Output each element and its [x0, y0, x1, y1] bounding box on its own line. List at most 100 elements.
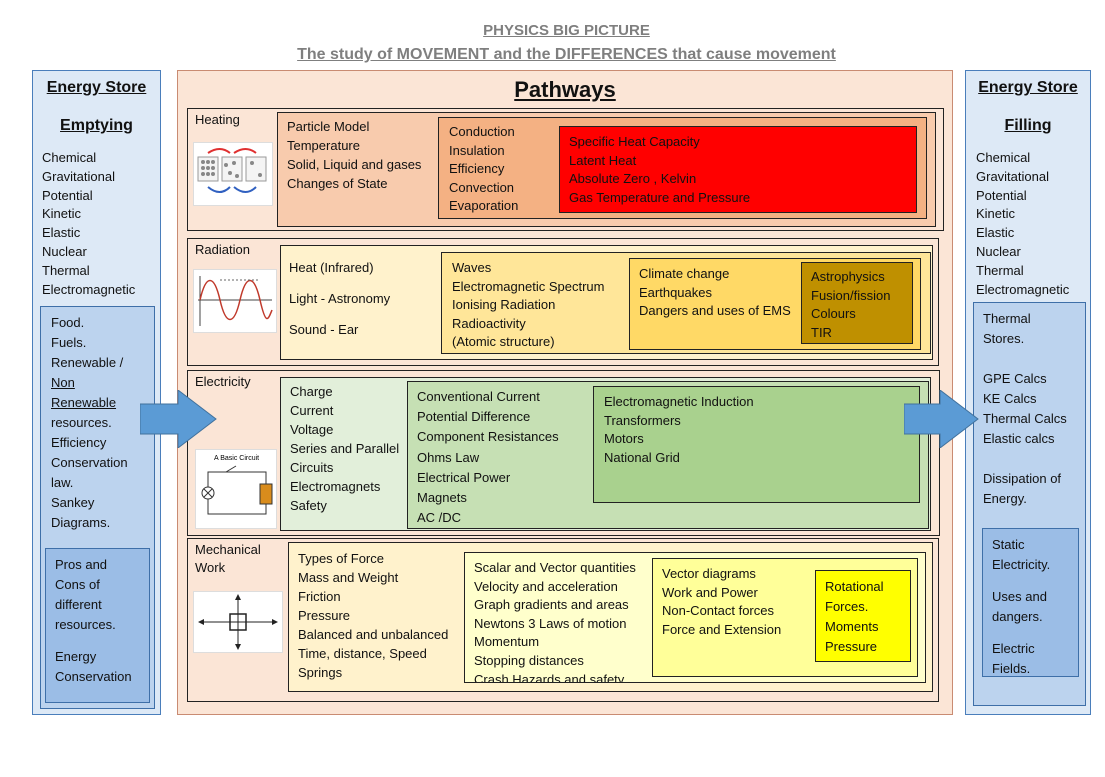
list-item: Ohms Law [417, 449, 480, 465]
list-item: Thermal [42, 262, 90, 278]
list-item: Moments [825, 619, 879, 634]
list-item: Electromagnetic Induction [604, 394, 754, 409]
list-item: Fields. [992, 661, 1031, 676]
list-item: TIR [811, 324, 832, 340]
list-item: Waves [452, 260, 492, 275]
list-item: Radioactivity [452, 315, 526, 331]
wave-graph-icon [193, 269, 277, 333]
list-item: Mass and Weight [298, 570, 399, 585]
list-item: Particle Model [287, 119, 370, 134]
list-item: (Atomic structure) [452, 334, 555, 350]
list-item: Voltage [290, 422, 334, 437]
list-item: Efficiency [51, 435, 107, 450]
list-item: Friction [298, 589, 341, 604]
list-item: Component Resistances [417, 429, 559, 445]
circuit-caption: A Basic Circuit [214, 455, 259, 462]
list-item: Gravitational [976, 168, 1049, 184]
radiation-box-4: Astrophysics Fusion/fission Colours TIR [801, 262, 913, 344]
list-item: Stores. [983, 331, 1025, 346]
list-item: Elastic [976, 225, 1015, 241]
list-item: Motors [604, 431, 644, 447]
mechanical-box-3: Vector diagrams Work and Power Non-Conta… [652, 558, 918, 677]
list-item: Conduction [449, 124, 515, 139]
right-store-list: Chemical Gravitational Potential Kinetic… [976, 149, 1069, 299]
left-heading-emptying: Emptying [60, 117, 133, 134]
list-item: Changes of State [287, 176, 388, 191]
arrow-right-icon [140, 390, 217, 448]
list-item: Thermal [983, 311, 1031, 326]
right-heading-energy-store: Energy Store [978, 79, 1078, 96]
list-item: Kinetic [976, 206, 1016, 222]
heating-label: Heating [195, 112, 240, 127]
list-item: Thermal [976, 262, 1024, 278]
list-item: Nuclear [42, 243, 87, 259]
list-item: Non [51, 375, 75, 390]
list-item: Charge [290, 384, 333, 399]
list-item: Efficiency [449, 161, 505, 177]
electricity-label: Electricity [195, 374, 251, 389]
list-item: Electromagnetic Spectrum [452, 278, 605, 294]
radiation-label: Radiation [195, 242, 250, 257]
list-item: Pros and [55, 557, 108, 572]
list-item: Stopping distances [474, 652, 584, 668]
list-item: Fuels. [51, 335, 87, 350]
list-item: AC /DC [417, 510, 462, 526]
list-item: Momentum [474, 634, 540, 650]
list-item: Evaporation [449, 198, 519, 214]
list-item: Series and Parallel [290, 441, 400, 456]
left-store-list: Chemical Gravitational Potential Kinetic… [42, 149, 135, 299]
list-item: Velocity and acceleration [474, 578, 618, 594]
list-item: Climate change [639, 266, 730, 281]
list-item: Rotational [825, 579, 884, 594]
list-item: Force and Extension [662, 621, 782, 637]
list-item: GPE Calcs [983, 371, 1047, 386]
pathways-title: Pathways [514, 77, 616, 102]
list-item: National Grid [604, 449, 680, 465]
electricity-box-3: Electromagnetic Induction Transformers M… [593, 386, 920, 503]
list-item: Potential [42, 187, 93, 203]
force-diagram-icon [193, 591, 283, 653]
list-item: Colours [811, 306, 856, 322]
list-item: Dangers and uses of EMS [639, 303, 791, 319]
list-item: Convection [449, 179, 515, 195]
list-item: Forces. [825, 599, 869, 614]
list-item: law. [51, 475, 74, 490]
list-item: Energy. [983, 491, 1027, 506]
list-item: resources. [51, 415, 112, 430]
list-item: Pressure [298, 608, 351, 623]
list-item: Light - Astronomy [289, 291, 391, 306]
list-item: Dissipation of [983, 471, 1062, 486]
list-item: Cons of [55, 577, 100, 592]
list-item: Conservation [55, 669, 132, 684]
list-item: Renewable [51, 395, 117, 410]
list-item: Specific Heat Capacity [569, 134, 700, 149]
list-item: Uses and [992, 589, 1047, 604]
list-item: Sankey [51, 495, 95, 510]
list-item: Vector diagrams [662, 566, 756, 581]
list-item: Energy [55, 649, 97, 664]
list-item: Ionising Radiation [452, 297, 556, 313]
list-item: Insulation [449, 142, 505, 158]
arrow-right-icon [904, 390, 979, 448]
list-item: Static [992, 537, 1025, 552]
list-item: Absolute Zero , Kelvin [569, 171, 697, 187]
list-item: Sound - Ear [289, 322, 359, 337]
list-item: Nuclear [976, 243, 1021, 259]
right-heading-filling: Filling [1004, 117, 1052, 134]
list-item: Conservation [51, 455, 128, 470]
circuit-diagram-icon: A Basic Circuit [195, 449, 277, 529]
page-subtitle: The study of MOVEMENT and the DIFFERENCE… [297, 46, 836, 63]
list-item: Heat (Infrared) [289, 260, 374, 275]
list-item: Food. [51, 315, 85, 330]
list-item: Electric [992, 641, 1035, 656]
list-item: Kinetic [42, 206, 82, 222]
list-item: KE Calcs [983, 391, 1037, 406]
list-item: Gas Temperature and Pressure [569, 189, 751, 205]
list-item: Thermal Calcs [983, 411, 1067, 426]
mechanical-label: Mechanical Work [195, 542, 261, 575]
list-item: Renewable / [51, 355, 124, 370]
left-heading-energy-store: Energy Store [46, 79, 147, 96]
list-item: Types of Force [298, 551, 384, 566]
list-item: Magnets [417, 490, 467, 506]
list-item: Newtons 3 Laws of motion [474, 615, 627, 631]
